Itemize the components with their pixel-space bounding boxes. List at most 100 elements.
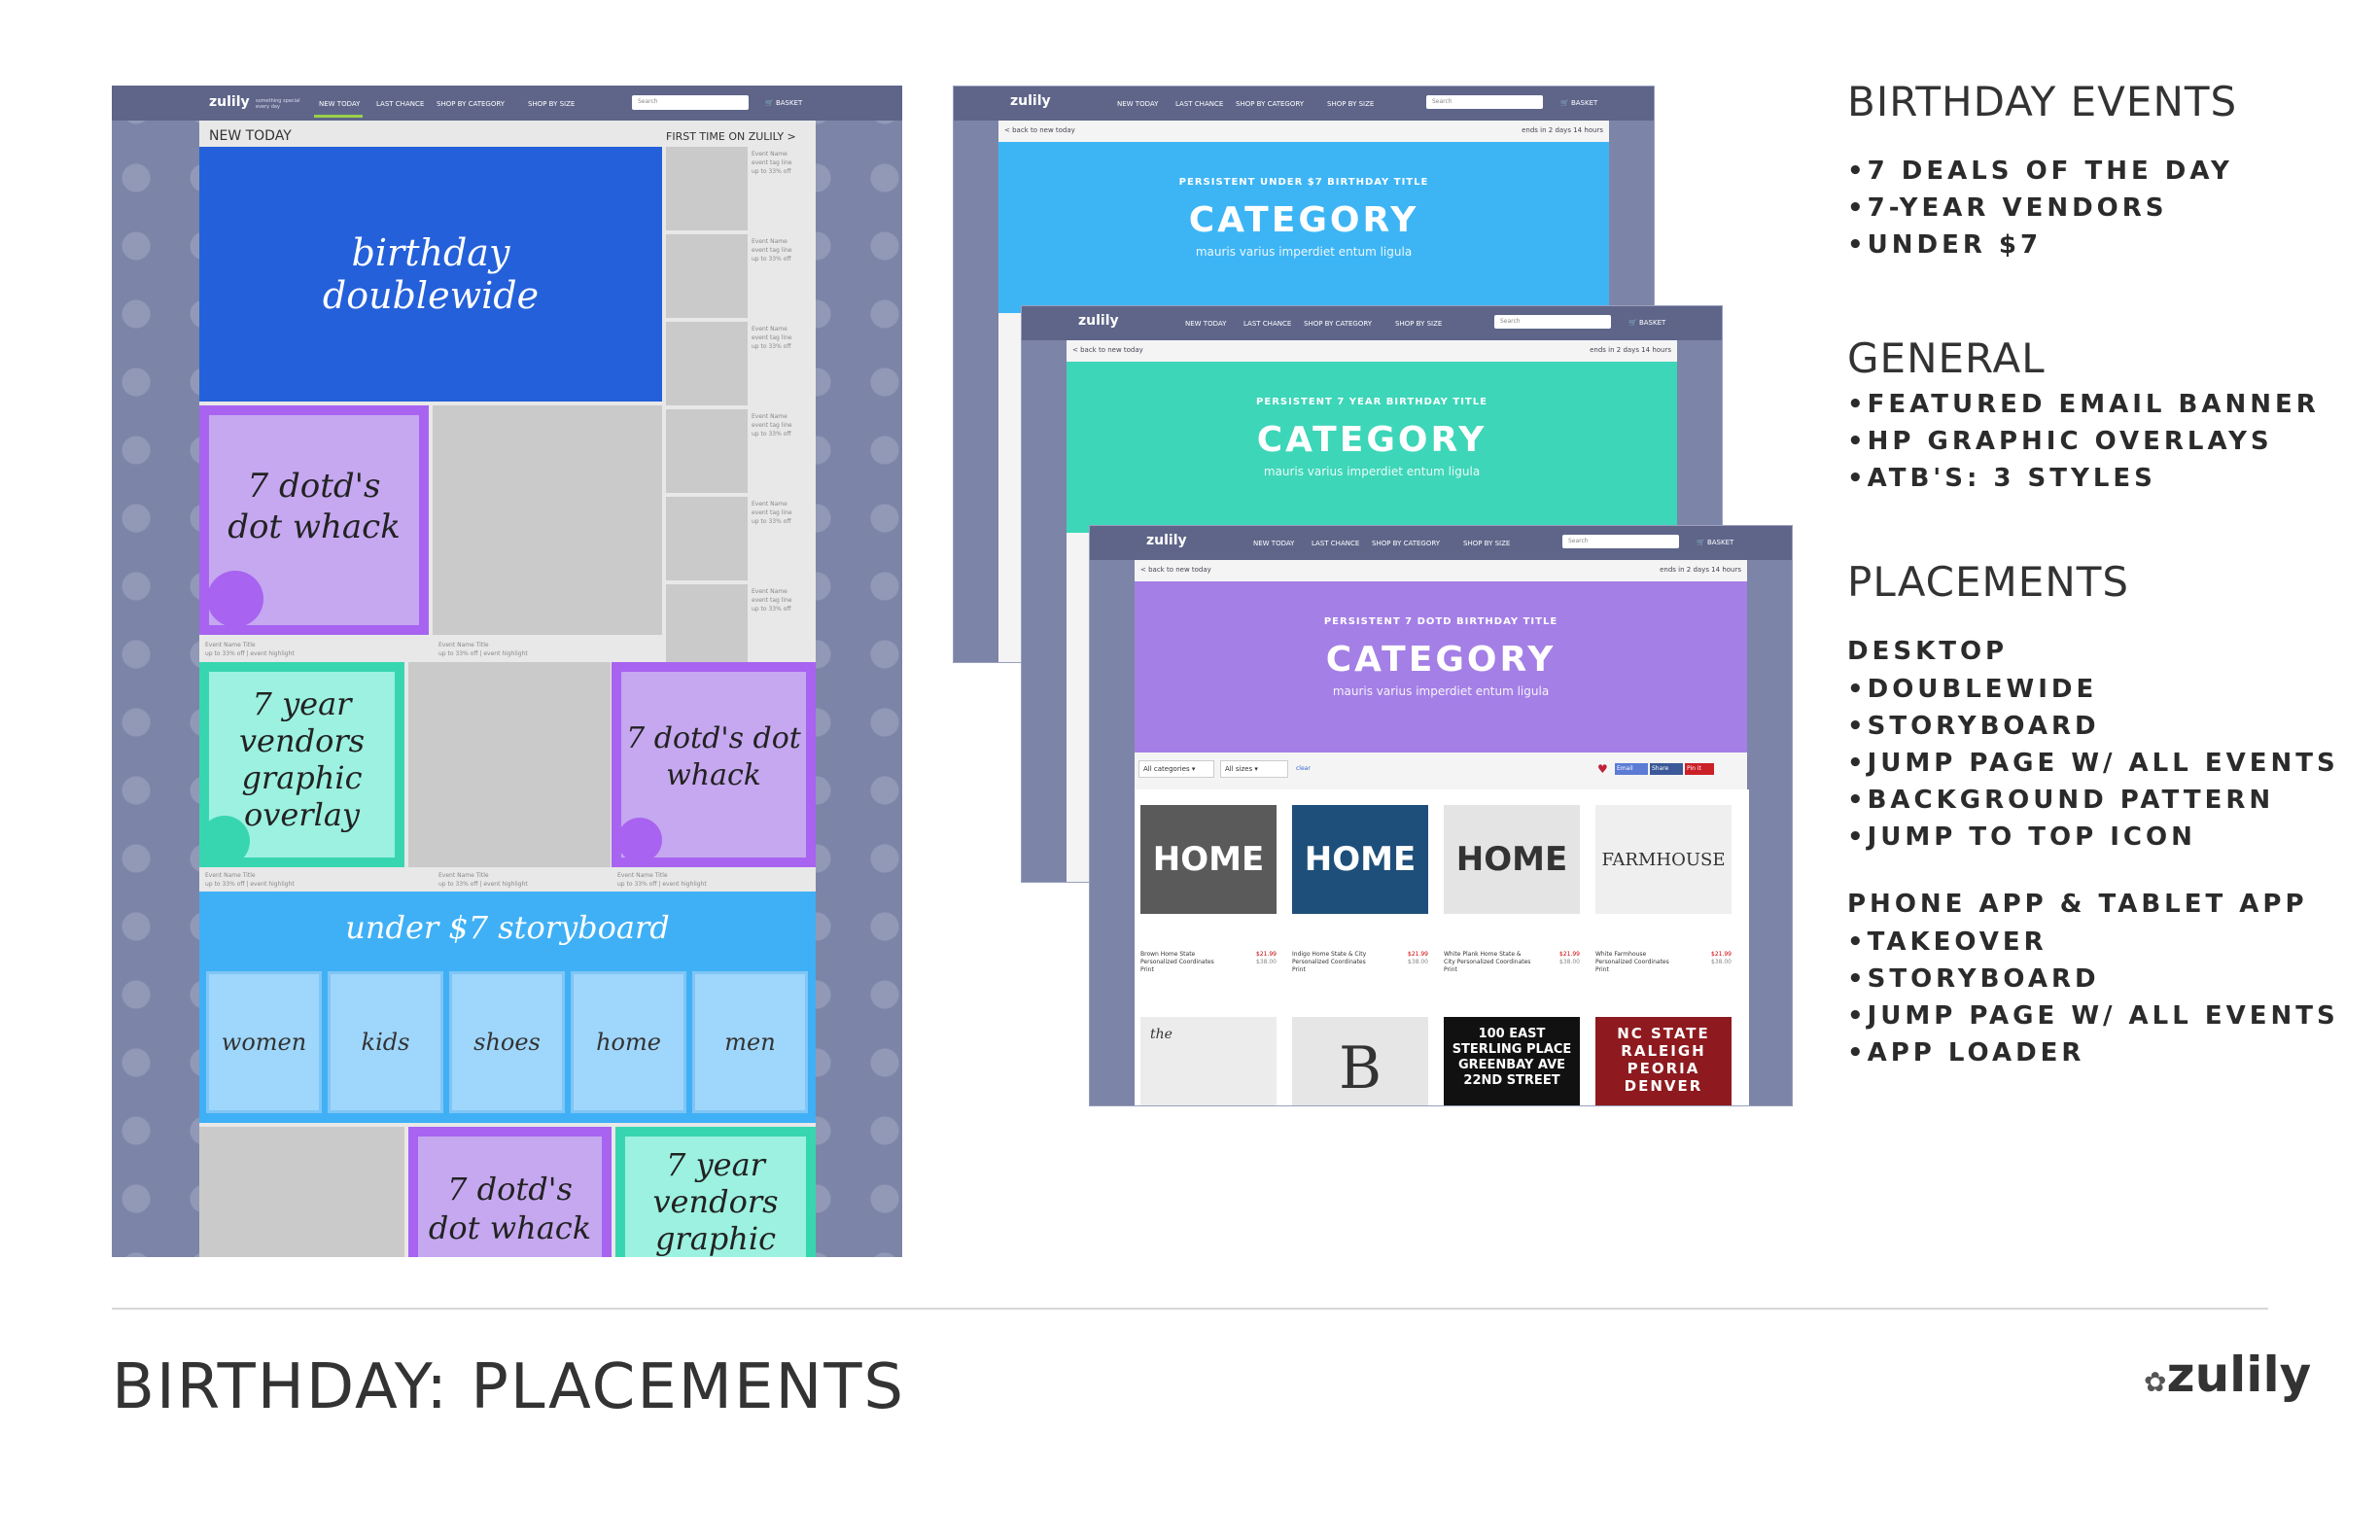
birthday-doublewide[interactable]: birthday doublewide	[199, 147, 662, 402]
nav-shop-by-size[interactable]: SHOP BY SIZE	[1395, 320, 1443, 328]
product-card[interactable]: FARMHOUSE White Farmhouse Personalized C…	[1595, 805, 1732, 973]
product-image[interactable]: the	[1140, 1017, 1277, 1105]
dotd-label: 7 dotd's dot whack	[626, 721, 801, 792]
product-image[interactable]: B	[1292, 1017, 1428, 1105]
product-image[interactable]: FARMHOUSE	[1595, 805, 1732, 914]
size-filter-select[interactable]: All sizes ▾	[1220, 760, 1288, 778]
basket-button[interactable]: 🛒 BASKET	[1560, 99, 1598, 107]
zulily-logo[interactable]: zulily	[1078, 313, 1119, 329]
storyboard-item-men[interactable]: men	[692, 971, 808, 1113]
basket-button[interactable]: 🛒 BASKET	[1628, 319, 1666, 327]
footer-divider	[112, 1308, 2268, 1310]
vendors-overlay-tile[interactable]: 7 year vendors graphic overlay	[199, 662, 404, 867]
pinterest-share-button[interactable]: Pin it	[1685, 763, 1714, 775]
event-thumb[interactable]	[666, 322, 748, 405]
product-name[interactable]: Brown Home State Personalized Coordinate…	[1140, 951, 1214, 973]
nav-shop-by-category[interactable]: SHOP BY CATEGORY	[1304, 320, 1373, 328]
basket-label: BASKET	[1638, 319, 1666, 327]
email-share-button[interactable]: Email	[1615, 763, 1648, 775]
product-image[interactable]: 100 EAST STERLING PLACE GREENBAY AVE 22N…	[1444, 1017, 1580, 1105]
product-image[interactable]: HOME	[1140, 805, 1277, 914]
search-input[interactable]: Search	[632, 95, 749, 110]
nav-new-today[interactable]: NEW TODAY	[1117, 100, 1159, 108]
top-nav: zulily NEW TODAY LAST CHANCE SHOP BY CAT…	[1022, 306, 1722, 340]
category-filter-select[interactable]: All categories ▾	[1138, 760, 1214, 778]
page-title: BIRTHDAY: PLACEMENTS	[112, 1351, 906, 1423]
event-ends-timer: ends in 2 days 14 hours	[1660, 566, 1741, 574]
nav-last-chance[interactable]: LAST CHANCE	[1243, 320, 1292, 328]
first-time-link[interactable]: FIRST TIME ON ZULILY >	[666, 130, 796, 143]
product-name[interactable]: White Plank Home State & City Personaliz…	[1444, 951, 1531, 973]
event-thumb[interactable]	[408, 662, 611, 867]
product-card[interactable]: HOME Indigo Home State & City Personaliz…	[1292, 805, 1428, 973]
storyboard-title: under $7 storyboard	[345, 909, 670, 946]
back-link[interactable]: < back to new today	[1140, 566, 1211, 574]
basket-label: BASKET	[1706, 539, 1734, 546]
category-page-7-dotd: zulily NEW TODAY LAST CHANCE SHOP BY CAT…	[1089, 525, 1793, 1106]
nav-new-today[interactable]: NEW TODAY	[1185, 320, 1227, 328]
dotd-whack-tile[interactable]: 7 dotd's dot whack	[408, 1127, 612, 1257]
zulily-logo[interactable]: zulily	[1010, 93, 1051, 109]
product-name[interactable]: White Farmhouse Personalized Coordinates…	[1595, 951, 1669, 973]
nav-new-today[interactable]: NEW TODAY	[1253, 540, 1295, 547]
placements-heading: PLACEMENTS	[1847, 558, 2130, 606]
vendors-label: 7 year vendors graphic overlay	[238, 685, 366, 833]
nav-shop-by-size[interactable]: SHOP BY SIZE	[528, 100, 576, 108]
storyboard-item-women[interactable]: women	[206, 971, 322, 1113]
basket-button[interactable]: 🛒 BASKET	[1697, 539, 1734, 546]
storyboard-item-kids[interactable]: kids	[328, 971, 443, 1113]
heart-icon[interactable]: ♥	[1597, 762, 1608, 776]
nav-shop-by-category[interactable]: SHOP BY CATEGORY	[437, 100, 506, 108]
banner-category: CATEGORY	[1188, 200, 1419, 240]
banner-tagline: mauris varius imperdiet entum ligula	[1263, 465, 1481, 478]
nav-shop-by-size[interactable]: SHOP BY SIZE	[1463, 540, 1511, 547]
event-thumb[interactable]	[666, 409, 748, 493]
search-input[interactable]: Search	[1426, 95, 1543, 109]
product-image[interactable]: NC STATE RALEIGH PEORIA DENVER	[1595, 1017, 1732, 1105]
dotd-whack-tile[interactable]: 7 dotd's dot whack	[612, 662, 816, 867]
dotd-whack-tile[interactable]: 7 dotd's dot whack	[199, 405, 429, 635]
nav-new-today[interactable]: NEW TODAY	[319, 100, 361, 108]
top-nav: zulily something special every day NEW T…	[112, 86, 902, 121]
category-banner: PERSISTENT UNDER $7 BIRTHDAY TITLE CATEG…	[998, 142, 1609, 313]
storyboard-item-home[interactable]: home	[571, 971, 686, 1113]
desktop-list: •DOUBLEWIDE •STORYBOARD •JUMP PAGE W/ AL…	[1847, 671, 2339, 856]
back-link[interactable]: < back to new today	[1004, 126, 1075, 134]
nav-last-chance[interactable]: LAST CHANCE	[1175, 100, 1224, 108]
back-link[interactable]: < back to new today	[1072, 346, 1143, 354]
zulily-logo[interactable]: zulily	[1146, 533, 1187, 548]
zulily-logo[interactable]: zulily	[209, 94, 250, 110]
dotd-label: 7 dotd's dot whack	[428, 1171, 592, 1246]
event-thumb[interactable]	[433, 405, 662, 635]
nav-last-chance[interactable]: LAST CHANCE	[376, 100, 425, 108]
app-list: •TAKEOVER •STORYBOARD •JUMP PAGE W/ ALL …	[1847, 924, 2339, 1071]
vendors-overlay-tile[interactable]: 7 year vendors graphic	[615, 1127, 816, 1257]
event-thumb[interactable]	[666, 584, 748, 668]
clear-filters-link[interactable]: clear	[1296, 765, 1311, 772]
event-thumb[interactable]	[666, 497, 748, 580]
nav-shop-by-size[interactable]: SHOP BY SIZE	[1327, 100, 1375, 108]
search-input[interactable]: Search	[1494, 315, 1611, 329]
homepage-content: NEW TODAY FIRST TIME ON ZULILY > birthda…	[199, 121, 816, 1257]
product-image[interactable]: HOME	[1292, 805, 1428, 914]
product-card[interactable]: HOME White Plank Home State & City Perso…	[1444, 805, 1580, 973]
nav-shop-by-category[interactable]: SHOP BY CATEGORY	[1236, 100, 1305, 108]
search-input[interactable]: Search	[1562, 535, 1679, 548]
facebook-share-button[interactable]: Share	[1650, 763, 1683, 775]
event-thumb[interactable]	[199, 1127, 404, 1257]
event-thumb[interactable]	[666, 234, 748, 318]
basket-button[interactable]: 🛒 BASKET	[765, 99, 803, 107]
storyboard-item-shoes[interactable]: shoes	[449, 971, 565, 1113]
product-image[interactable]: HOME	[1444, 805, 1580, 914]
product-name[interactable]: Indigo Home State & City Personalized Co…	[1292, 951, 1367, 973]
product-card[interactable]: HOME Brown Home State Personalized Coord…	[1140, 805, 1277, 973]
nav-shop-by-category[interactable]: SHOP BY CATEGORY	[1372, 540, 1441, 547]
event-thumb[interactable]	[666, 147, 748, 230]
nav-last-chance[interactable]: LAST CHANCE	[1312, 540, 1360, 547]
